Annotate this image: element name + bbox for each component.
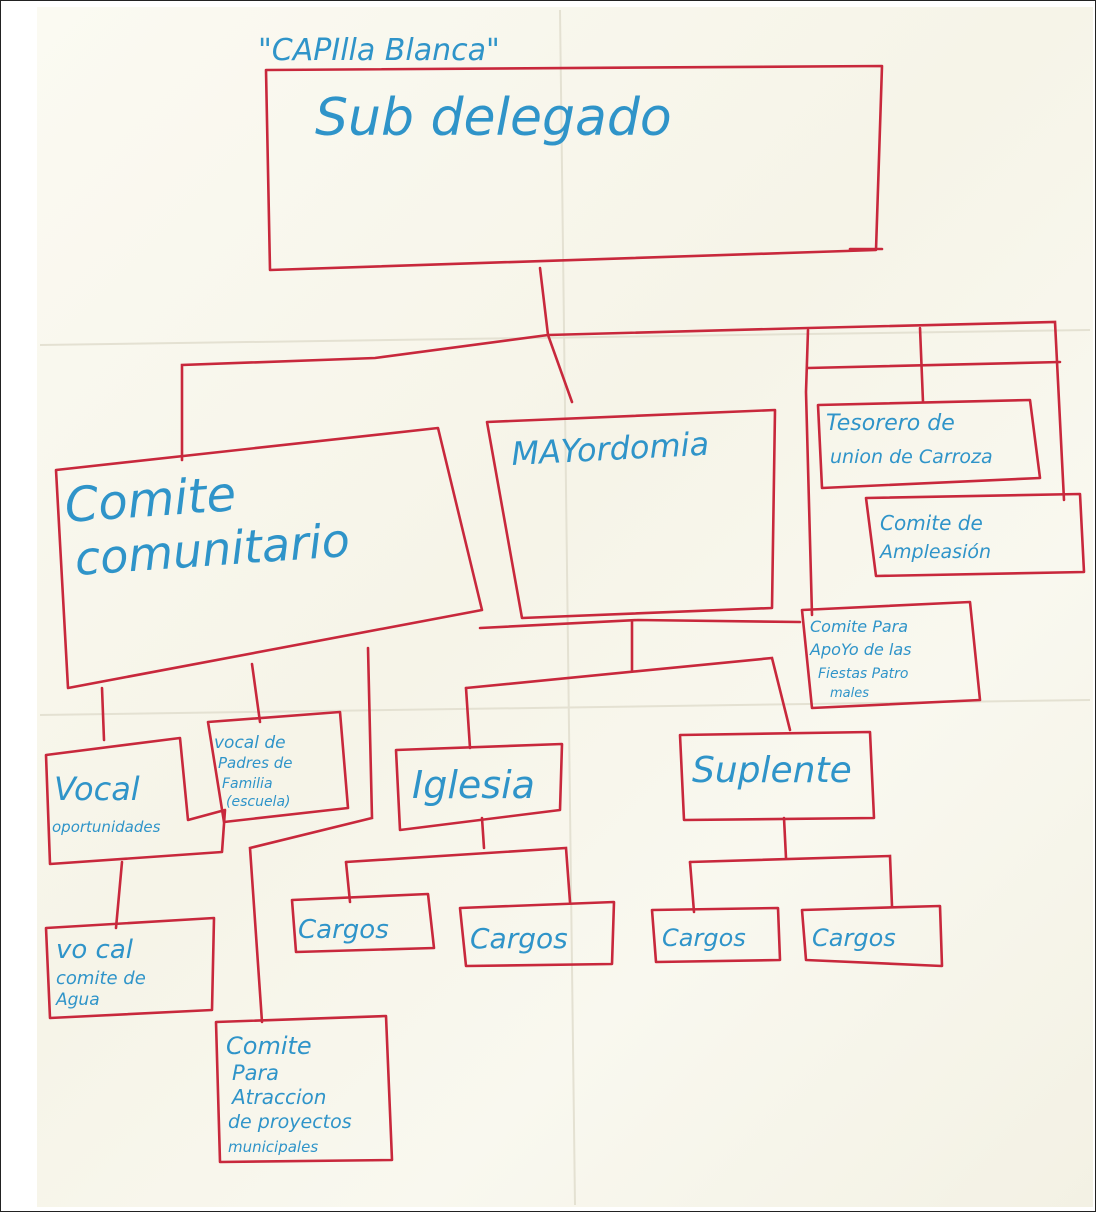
cargos-label-1: Cargos bbox=[298, 915, 389, 945]
subdelegado-label: Sub delegado bbox=[315, 88, 672, 148]
tesorero-box bbox=[816, 398, 1042, 490]
vocal-agua-label-1: vo cal bbox=[56, 935, 134, 965]
connector-vocal-oport bbox=[100, 686, 106, 742]
connector-suplente-stem bbox=[782, 816, 788, 860]
suplente-box bbox=[678, 730, 876, 822]
comite-atraccion-label-2: Para bbox=[232, 1061, 279, 1085]
ampleacion-label-1: Comite de bbox=[880, 511, 983, 535]
cargos-box-3 bbox=[650, 906, 782, 964]
connector-atraccion bbox=[248, 646, 374, 1024]
cargos-label-3: Cargos bbox=[662, 924, 746, 952]
connector-cargos-3 bbox=[688, 860, 696, 914]
connector-right-horizontal bbox=[806, 360, 1062, 370]
comite-apoyo-label-3: Fiestas Patro bbox=[818, 666, 909, 682]
vocal-padres-label-2: Padres de bbox=[218, 754, 293, 772]
comite-comunitario-box bbox=[54, 426, 484, 690]
connector-cargos-1 bbox=[344, 860, 352, 904]
comite-atraccion-label-1: Comite bbox=[226, 1032, 312, 1060]
cargos-box-2 bbox=[458, 900, 616, 968]
iglesia-label: Iglesia bbox=[412, 763, 535, 807]
suplente-label: Suplente bbox=[692, 750, 852, 791]
cargos-label-4: Cargos bbox=[812, 924, 896, 952]
tesorero-label-1: Tesorero de bbox=[826, 411, 955, 436]
comite-comunitario-label-1: Comite bbox=[63, 466, 238, 534]
vocal-agua-label-3: Agua bbox=[55, 990, 100, 1010]
comite-apoyo-label-4: males bbox=[830, 686, 869, 701]
vocal-agua-box bbox=[44, 916, 216, 1020]
connector-iglesia-cargos bbox=[344, 846, 572, 904]
fold-line-horizontal bbox=[39, 329, 1091, 346]
connector-iglesia-suplente bbox=[464, 656, 792, 732]
vocal-padres-label-1: vocal de bbox=[214, 733, 286, 753]
vocal-oportunidades-label-1: Vocal bbox=[54, 770, 140, 808]
vocal-agua-label-2: comite de bbox=[56, 968, 146, 989]
vocal-padres-label-3: Familia bbox=[222, 776, 273, 792]
iglesia-box bbox=[394, 742, 564, 832]
vocal-padres-box bbox=[206, 710, 350, 824]
comite-atraccion-label-5: municipales bbox=[228, 1138, 318, 1156]
comite-apoyo-label-2: ApoYo de las bbox=[809, 640, 911, 659]
connector-vocal-agua bbox=[114, 860, 124, 930]
ampleacion-label-2: Ampleasión bbox=[878, 541, 991, 563]
connector-suplente-cargos bbox=[688, 854, 894, 908]
connector-iglesia bbox=[464, 686, 472, 750]
vocal-oportunidades-label-2: oportunidades bbox=[52, 818, 161, 836]
comite-atraccion-label-4: de proyectos bbox=[228, 1111, 352, 1133]
connector-iglesia-stem bbox=[480, 816, 486, 850]
header-title: "CAPIlla Blanca" bbox=[258, 33, 500, 68]
fold-line-vertical bbox=[559, 9, 576, 1206]
comite-atraccion-label-3: Atraccion bbox=[230, 1085, 326, 1109]
connector-left-branch bbox=[180, 333, 550, 462]
connector-right-branch bbox=[546, 320, 1066, 502]
ampleacion-box bbox=[864, 492, 1086, 578]
comite-atraccion-box bbox=[214, 1014, 394, 1164]
mayordomia-box bbox=[485, 408, 777, 620]
vocal-oportunidades-box bbox=[44, 736, 227, 866]
cargos-label-2: Cargos bbox=[470, 922, 568, 955]
connector-apoyo bbox=[804, 328, 814, 617]
tesorero-label-2: union de Carroza bbox=[830, 446, 993, 468]
mayordomia-label: MAYordomia bbox=[510, 425, 710, 473]
connector-vocal-padres bbox=[250, 662, 262, 724]
comite-apoyo-label-1: Comite Para bbox=[810, 617, 908, 636]
connector-mayordomia-bottom bbox=[478, 618, 802, 630]
cargos-box-1 bbox=[290, 892, 436, 954]
cargos-box-4 bbox=[800, 904, 944, 968]
comite-apoyo-box bbox=[800, 600, 982, 710]
vocal-padres-label-4: (escuela) bbox=[226, 794, 290, 810]
